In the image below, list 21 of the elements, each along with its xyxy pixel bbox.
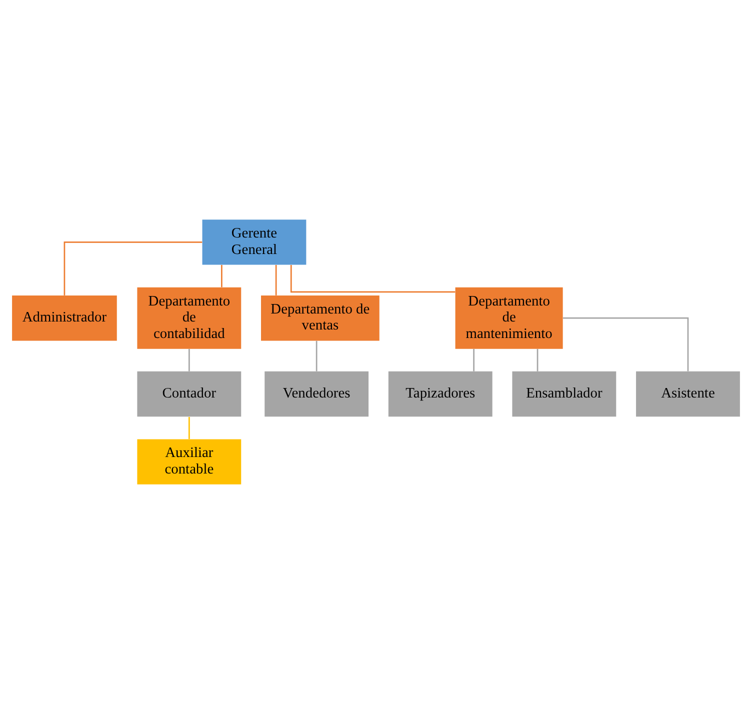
node-box: Vendedores <box>264 371 369 417</box>
node-box: Tapizadores <box>388 371 492 417</box>
connector <box>188 416 190 440</box>
node-box: Departamento de contabilidad <box>137 287 242 349</box>
connector <box>275 264 277 296</box>
connector <box>536 349 538 372</box>
connector <box>64 242 202 296</box>
connector <box>290 265 456 293</box>
node-box: Asistente <box>636 371 740 417</box>
node-box: Auxiliar contable <box>137 439 242 484</box>
node-box: Contador <box>137 371 242 417</box>
connector <box>473 349 474 372</box>
connector <box>188 349 190 372</box>
node-box: Administrador <box>12 296 117 341</box>
connector <box>316 340 318 372</box>
node-box: Departamento de mantenimiento <box>455 287 563 349</box>
node-box: Gerente General <box>202 220 306 265</box>
connector <box>221 264 222 288</box>
connector <box>563 317 689 372</box>
node-box: Ensamblador <box>512 371 616 417</box>
node-box: Departamento de ventas <box>261 296 380 341</box>
